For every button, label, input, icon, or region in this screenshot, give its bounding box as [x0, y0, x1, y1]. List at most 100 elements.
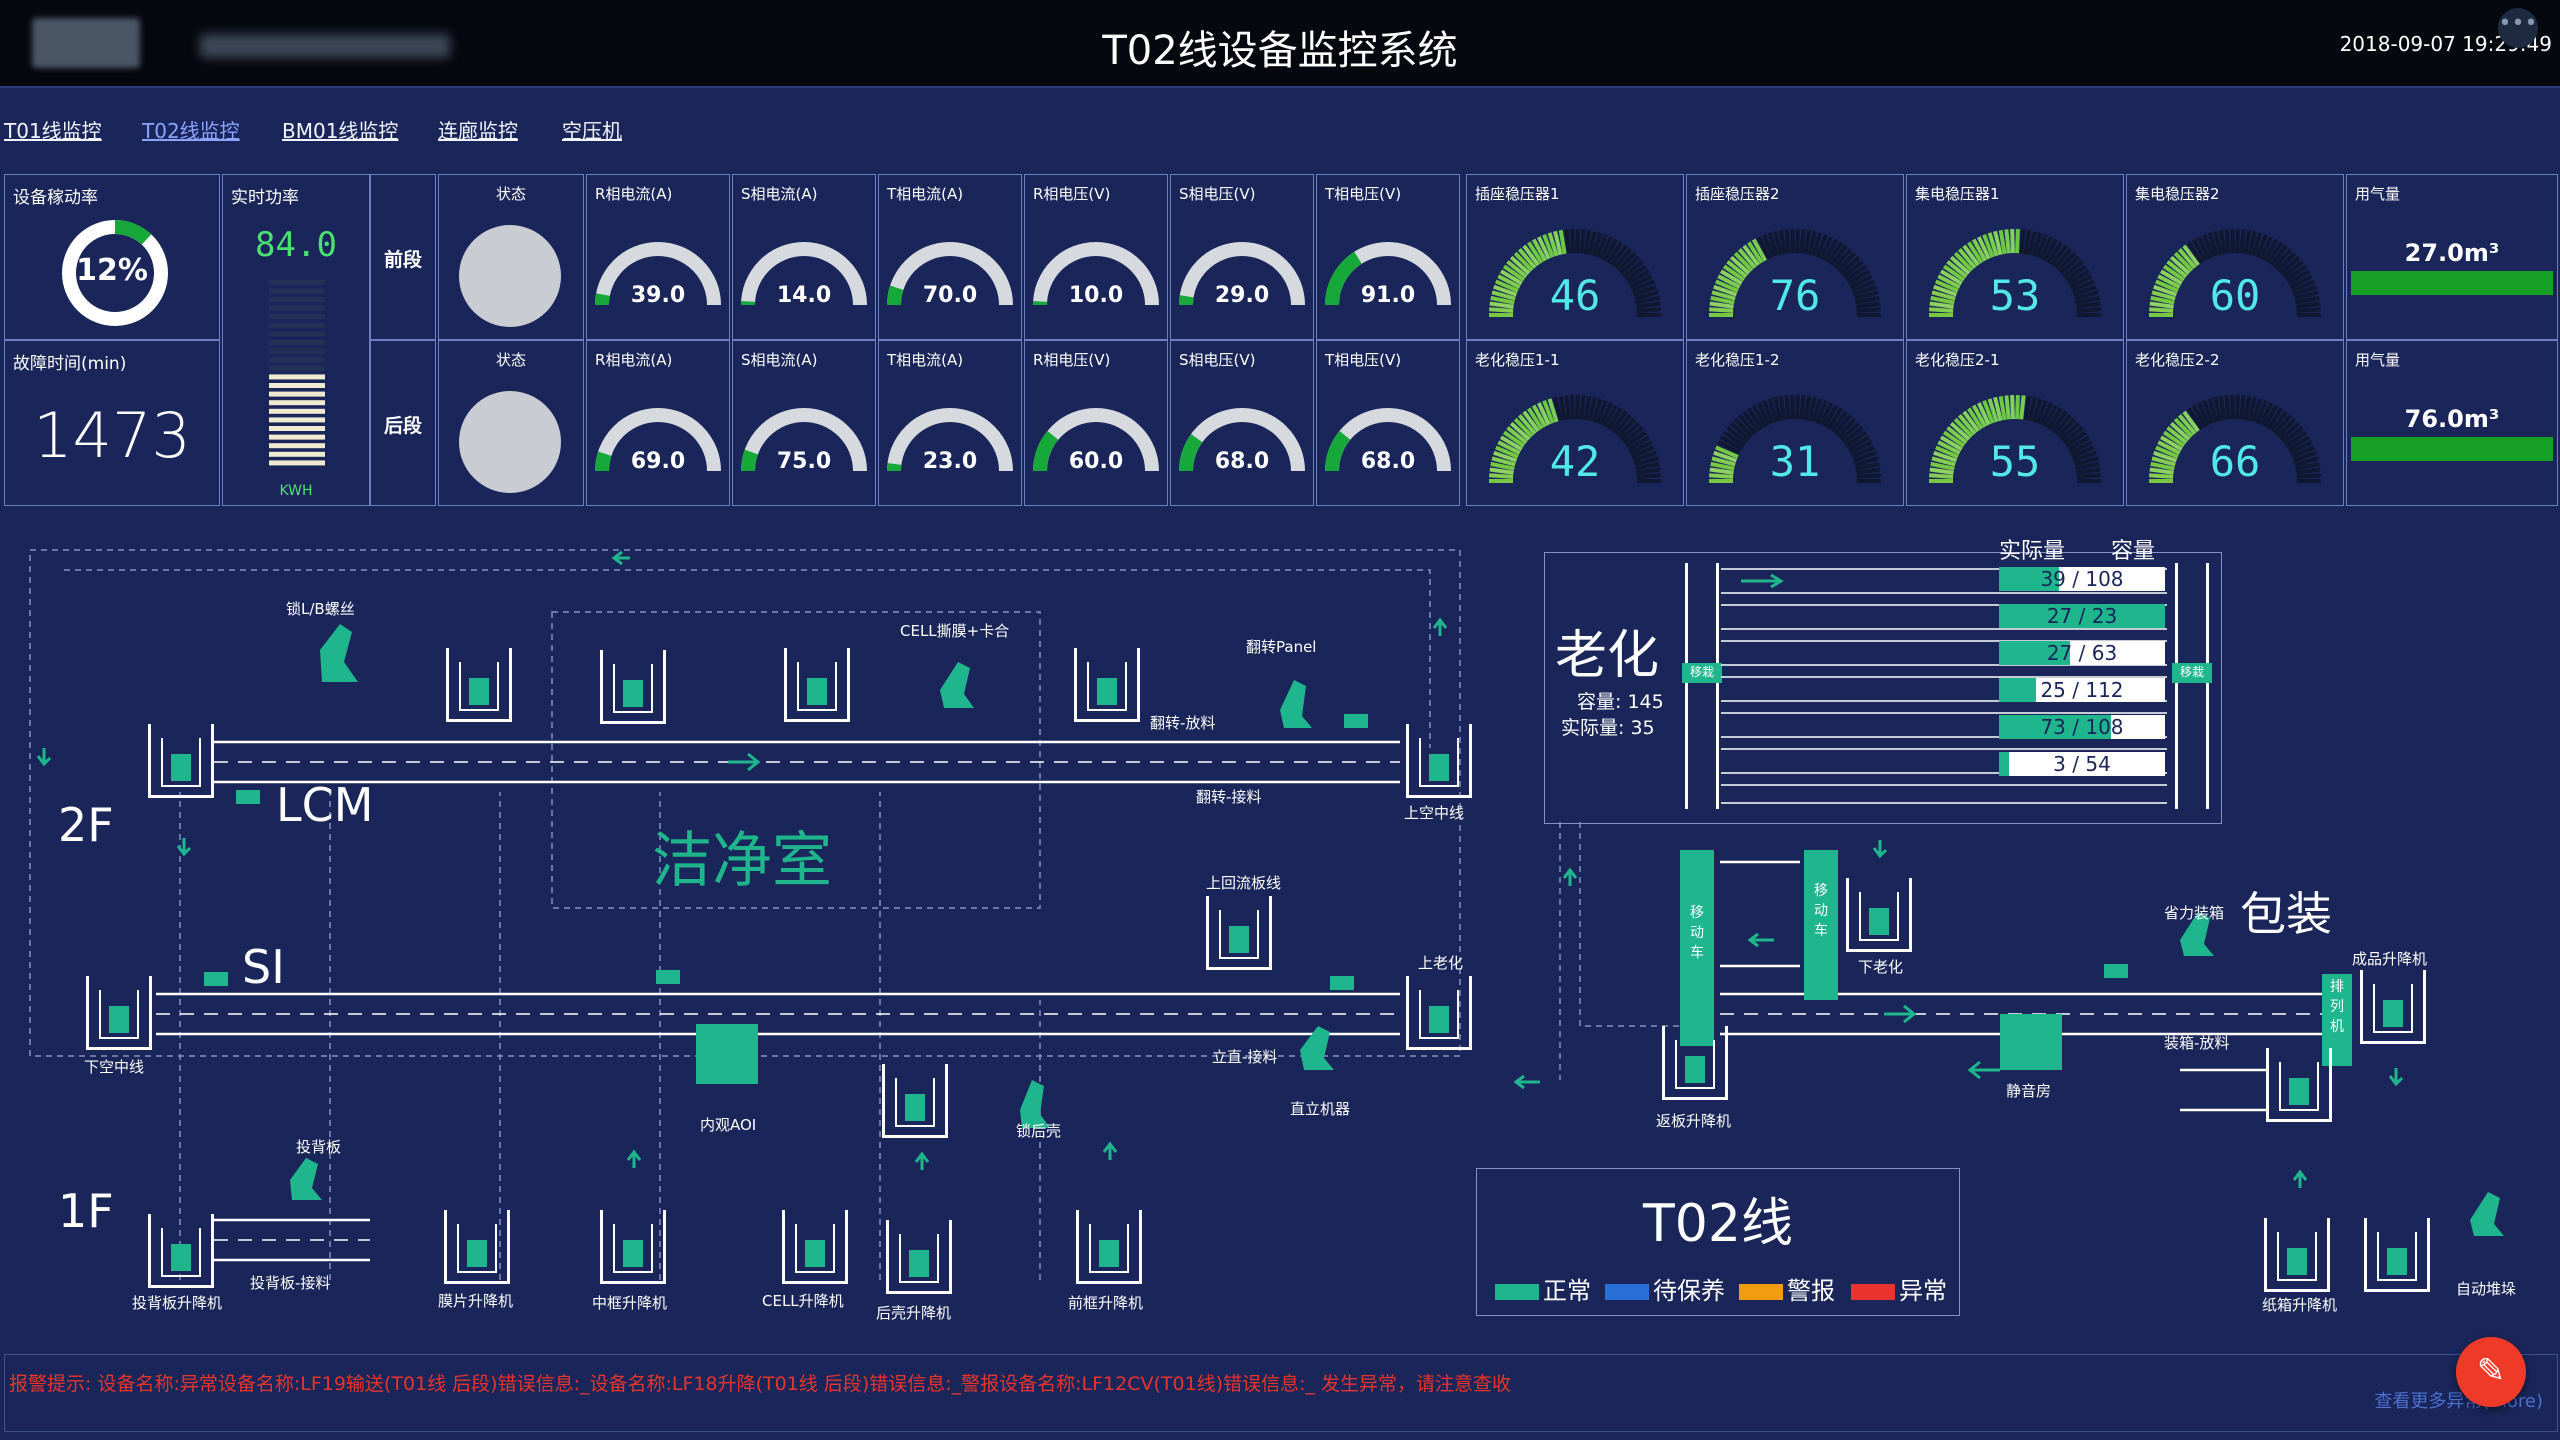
aging-fill	[1999, 752, 2009, 776]
lift-upper-aging[interactable]	[1406, 976, 1472, 1050]
aging-shift-left: 移栽	[1682, 563, 1722, 809]
lift-front-frame[interactable]	[1076, 1210, 1142, 1284]
gauge-tick	[1931, 290, 1956, 301]
label-mobile-cart-2: 移动车	[1814, 883, 1828, 939]
lift-carton[interactable]	[2264, 1218, 2330, 1292]
gauge-tick	[2218, 395, 2227, 421]
label-assist-packing: 省力装箱	[2164, 904, 2225, 922]
power-bar-segment	[269, 340, 325, 345]
lift-cell[interactable]	[782, 1210, 848, 1284]
meter-label: S相电流(A)	[741, 185, 818, 203]
more-options-icon[interactable]: •••	[2498, 8, 2538, 48]
power-bar-segment	[269, 426, 325, 431]
gauge-tick	[2169, 255, 2191, 275]
gauge-tick	[1726, 260, 1748, 279]
legend-error: 异常	[1851, 1271, 1947, 1306]
aging-remaining	[2111, 715, 2165, 739]
label-lower-aging: 下老化	[1858, 958, 1904, 976]
gauge-tick	[2064, 430, 2088, 448]
gauge-tick	[1489, 301, 1514, 309]
lift-packing[interactable]	[2266, 1048, 2332, 1122]
gauge-track	[1033, 242, 1159, 306]
status-label: 状态	[495, 351, 526, 369]
status-legend: 正常 待保养 警报 异常	[1495, 1271, 1955, 1305]
stabilizer-gauge	[2149, 228, 2321, 317]
lift-upper-left[interactable]	[148, 724, 214, 798]
gauge-tick	[1982, 234, 1995, 258]
lift-2f-b[interactable]	[600, 650, 666, 724]
lift-stack[interactable]	[2364, 1218, 2430, 1292]
gauge-tick	[2023, 395, 2032, 421]
meter-label: R相电流(A)	[595, 185, 673, 203]
gauge-tick	[2149, 467, 2174, 475]
gauge-tick	[2213, 230, 2223, 256]
gauge-tick	[2213, 396, 2223, 422]
gauge-tick	[2287, 269, 2311, 286]
gauge-tick	[1971, 404, 1987, 428]
gauge-tick	[2207, 232, 2219, 257]
gauge-tick	[2259, 236, 2274, 260]
meter-value: 91.0	[1360, 283, 1416, 308]
gauge-tick	[1636, 301, 1661, 309]
meter-panel: T相电流(A)70.0	[878, 174, 1022, 340]
gauge-track	[741, 242, 867, 306]
gauge-tick	[1836, 417, 1857, 438]
gauge-tick	[2224, 395, 2231, 420]
gauge-tick	[2050, 410, 2068, 433]
gauge-tick	[2191, 238, 2207, 262]
gauge-tick	[1591, 232, 1603, 257]
lift-2f-d[interactable]	[1074, 648, 1140, 722]
gauge-tick	[1632, 450, 1657, 463]
lift-1f-a[interactable]	[882, 1064, 948, 1138]
gauge-tick	[2295, 295, 2320, 305]
gauge-tick	[2071, 445, 2095, 459]
lift-upper-middle[interactable]	[1406, 724, 1472, 798]
pencil-icon: ✎	[2476, 1351, 2506, 1391]
gauge-tick	[1616, 417, 1637, 438]
meter-value: 70.0	[922, 283, 978, 308]
power-bar-segment	[269, 400, 325, 406]
lift-lower-middle[interactable]	[86, 976, 152, 1050]
gauge-tick	[1497, 274, 1521, 289]
lift-2f-a[interactable]	[446, 648, 512, 722]
lift-film[interactable]	[444, 1210, 510, 1284]
lift-middle-frame[interactable]	[600, 1210, 666, 1284]
gauge-tick	[2259, 402, 2274, 426]
tab-bm01-line[interactable]: BM01线监控	[282, 119, 399, 143]
gauge-tick	[1930, 295, 1955, 305]
gauge-tick	[1489, 307, 1514, 313]
power-unit: KWH	[279, 483, 313, 499]
tab-air-compressor[interactable]: 空压机	[562, 119, 622, 143]
utilization-ring	[62, 220, 168, 326]
gauge-tick	[1497, 440, 1521, 455]
lift-rear-shell[interactable]	[886, 1220, 952, 1294]
gauge-tick	[2155, 279, 2179, 293]
gauge-track	[595, 242, 721, 306]
lift-lower-aging[interactable]	[1846, 878, 1912, 952]
meter-panel: R相电流(A)39.0	[586, 174, 730, 340]
lift-upper-return[interactable]	[1206, 896, 1272, 970]
lift-backplate[interactable]	[148, 1214, 214, 1288]
tab-t01-line[interactable]: T01线监控	[4, 119, 102, 143]
gauge-tick	[2282, 260, 2304, 279]
edit-button[interactable]: ✎	[2456, 1337, 2526, 1407]
gauge-tick	[1613, 248, 1633, 269]
stabilizer-label: 老化稳压1-1	[1475, 351, 1560, 369]
legend-normal-label: 正常	[1543, 1277, 1591, 1305]
meter-label: T相电压(V)	[1325, 351, 1402, 369]
gauge-tick	[2207, 398, 2219, 423]
gauge-tick	[2295, 461, 2320, 471]
lift-product[interactable]	[2360, 970, 2426, 1044]
tab-t02-line[interactable]: T02线监控	[142, 119, 240, 143]
power-bar-segment	[269, 383, 325, 388]
lift-return[interactable]	[1662, 1026, 1728, 1100]
lift-2f-c[interactable]	[784, 648, 850, 722]
gauge-track	[741, 408, 867, 472]
tab-corridor[interactable]: 连廊监控	[438, 119, 518, 143]
gauge-tick	[2067, 435, 2091, 452]
gauge-tick	[1993, 230, 2003, 256]
floor-2f-label: 2F	[58, 798, 114, 852]
gas-level-bar	[2351, 437, 2553, 461]
power-bar-segment	[269, 331, 325, 337]
